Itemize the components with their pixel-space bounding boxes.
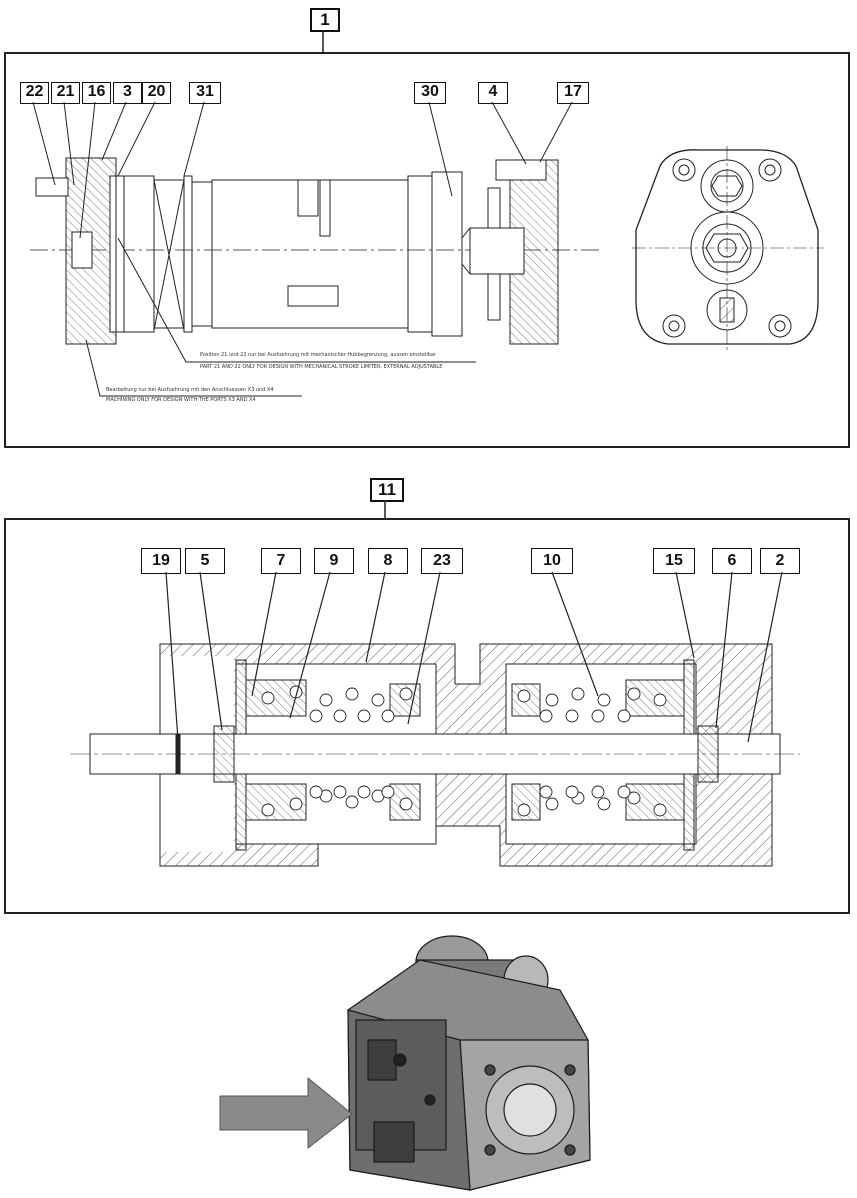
callout-22: 22 [20, 82, 49, 104]
note-line-2: PART 21 AND 22 ONLY FOR DESIGN WITH MECH… [200, 364, 442, 370]
callout-31: 31 [189, 82, 221, 104]
cylinder-side-view [30, 101, 600, 397]
hydraulic-pump-photo [347, 935, 591, 1191]
callout-10: 10 [531, 548, 573, 574]
spring-cartridge-section [70, 643, 800, 867]
section-11-label: 11 [370, 478, 404, 502]
callout-15: 15 [653, 548, 695, 574]
callout-30: 30 [414, 82, 446, 104]
callout-6: 6 [712, 548, 752, 574]
section-1-label: 1 [310, 8, 340, 32]
callout-5: 5 [185, 548, 225, 574]
callout-3: 3 [113, 82, 142, 104]
callout-20: 20 [142, 82, 171, 104]
section-2-leaders [165, 571, 783, 743]
callout-2: 2 [760, 548, 800, 574]
callout-17: 17 [557, 82, 589, 104]
note-line-3: Bearbeitung nur bei Ausfuehrung mit den … [106, 387, 274, 393]
callout-9: 9 [314, 548, 354, 574]
callout-8: 8 [368, 548, 408, 574]
note-line-4: MACHINING ONLY FOR DESIGN WITH THE PORTS… [106, 397, 256, 403]
arrow-pointer [219, 1076, 353, 1150]
section-1-frame [4, 52, 850, 448]
spring-coils [261, 685, 667, 817]
callout-19: 19 [141, 548, 181, 574]
callout-7: 7 [261, 548, 301, 574]
callout-23: 23 [421, 548, 463, 574]
end-view-flange [632, 146, 824, 352]
callout-21: 21 [51, 82, 80, 104]
note-line-1: Position 21 und 22 nur bei Ausfuehrung m… [200, 352, 437, 358]
callout-16: 16 [82, 82, 111, 104]
